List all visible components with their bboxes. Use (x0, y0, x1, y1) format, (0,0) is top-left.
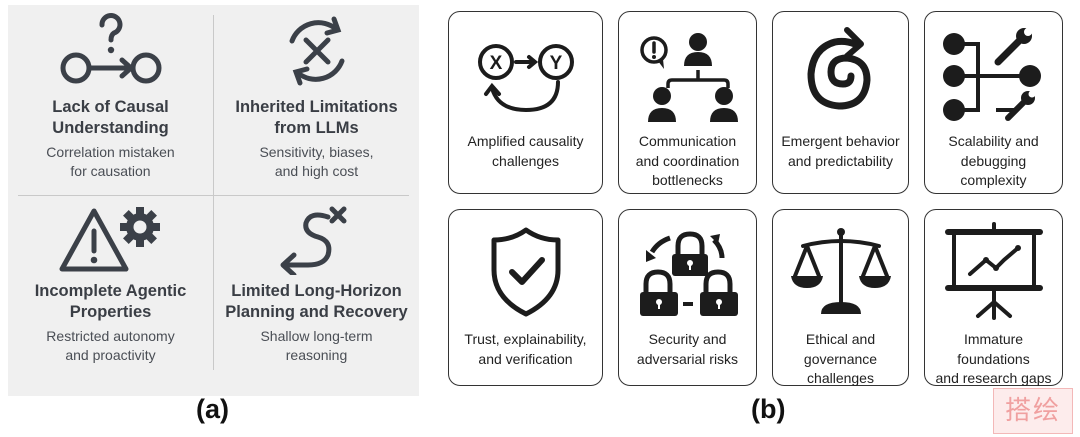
subtitle-line: Restricted autonomy (46, 328, 175, 344)
title-line: Planning and Recovery (225, 303, 408, 321)
subtitle-line: for causation (70, 163, 151, 179)
card-ethical-governance: Ethical and governance challenges (772, 209, 909, 386)
card-communication-coordination: Communication and coordination bottlenec… (618, 11, 757, 194)
card-label: Amplified causality challenges (451, 132, 600, 171)
shield-check-icon (491, 227, 560, 317)
card-label: Immature foundations and research gaps (927, 330, 1060, 389)
card-label-line: Scalability and (948, 133, 1039, 149)
team-hierarchy-alert-icon (639, 33, 738, 122)
card-label: Ethical and governance challenges (775, 330, 906, 389)
card-security-adversarial: Security and adversarial risks (618, 209, 757, 386)
subtitle-line: Shallow long-term (260, 328, 373, 344)
presentation-chart-icon (944, 222, 1043, 320)
challenge-inherited-limitations: Inherited Limitations from LLMs Sensitiv… (214, 11, 419, 181)
x-to-y-loop-icon: X Y (477, 44, 574, 113)
card-label: Trust, explainability, and verification (451, 330, 600, 369)
checkmark-icon (508, 257, 545, 285)
subtitle-line: and high cost (274, 163, 359, 179)
card-label: Scalability and debugging complexity (927, 132, 1060, 191)
panel-a-label: (a) (196, 394, 229, 424)
vertical-divider (213, 15, 214, 370)
title-line: Lack of Causal (52, 98, 169, 116)
horizontal-divider (18, 195, 409, 196)
padlocks-cycle-icon (639, 231, 738, 316)
node-y: Y (549, 53, 562, 74)
card-label-line: challenges (492, 152, 559, 169)
card-label-line: Amplified causality (467, 133, 584, 149)
title-line: Incomplete Agentic (34, 282, 187, 300)
card-label-line: Trust, explainability, (464, 331, 587, 347)
spiral-arrow-icon (806, 27, 871, 110)
card-label-line: Emergent behavior (781, 133, 900, 149)
challenge-lack-of-causal-understanding: Lack of Causal Understanding Correlation… (8, 11, 213, 181)
card-emergent-behavior: Emergent behavior and predictability (772, 11, 909, 194)
subtitle-line: and proactivity (65, 347, 156, 363)
card-label: Emergent behavior and predictability (775, 132, 906, 171)
watermark-stamp: 搭绘 (993, 388, 1073, 434)
card-label-line: and coordination (635, 152, 740, 169)
card-label-line: bottlenecks (652, 172, 723, 188)
card-amplified-causality: X Y Amplified causality challenges (448, 11, 603, 194)
subtitle-line: Correlation mistaken (46, 144, 175, 160)
challenge-incomplete-agentic-properties: Incomplete Agentic Properties Restricted… (8, 203, 213, 365)
panel-b-label: (b) (751, 394, 786, 424)
title-line: from LLMs (274, 119, 359, 137)
card-label-line: complexity (960, 172, 1027, 188)
card-scalability-debugging: Scalability and debugging complexity (924, 11, 1063, 194)
card-label-line: and predictability (787, 152, 894, 169)
card-label: Communication and coordination bottlenec… (621, 132, 754, 191)
card-label-line: Immature foundations (957, 331, 1030, 367)
card-label-line: adversarial risks (636, 350, 739, 367)
title-line: Inherited Limitations (235, 98, 398, 116)
warning-gear-icon (59, 207, 160, 272)
challenge-limited-long-horizon-planning: Limited Long-Horizon Planning and Recove… (214, 203, 419, 365)
card-label-line: and verification (478, 350, 573, 367)
subtitle-line: reasoning (285, 347, 348, 363)
subtitle-line: Sensitivity, biases, (259, 144, 374, 160)
card-label-line: Communication (638, 133, 737, 149)
winding-path-x-icon (280, 206, 346, 275)
node-x: X (489, 53, 502, 74)
card-label: Security and adversarial risks (621, 330, 754, 369)
card-label-line: challenges (807, 370, 874, 386)
title-line: Understanding (52, 119, 169, 137)
wrench-icon (994, 28, 1032, 66)
panel-a: Lack of Causal Understanding Correlation… (8, 5, 419, 396)
card-label-line: and research gaps (935, 370, 1052, 386)
card-immature-foundations: Immature foundations and research gaps (924, 209, 1063, 386)
balance-scale-icon (790, 228, 891, 314)
card-label-line: governance (803, 350, 878, 367)
network-wrench-icon (942, 28, 1041, 121)
cycle-x-icon (289, 16, 344, 86)
card-label-line: debugging (960, 152, 1027, 169)
gear-icon (119, 207, 160, 247)
causal-question-arrow-icon (60, 13, 161, 84)
title-line: Properties (69, 303, 152, 321)
card-label-line: Security and (648, 331, 727, 347)
wrench-icon (995, 90, 1035, 121)
title-line: Limited Long-Horizon (231, 282, 402, 300)
card-label-line: Ethical and (805, 331, 876, 347)
card-trust-explainability: Trust, explainability, and verification (448, 209, 603, 386)
